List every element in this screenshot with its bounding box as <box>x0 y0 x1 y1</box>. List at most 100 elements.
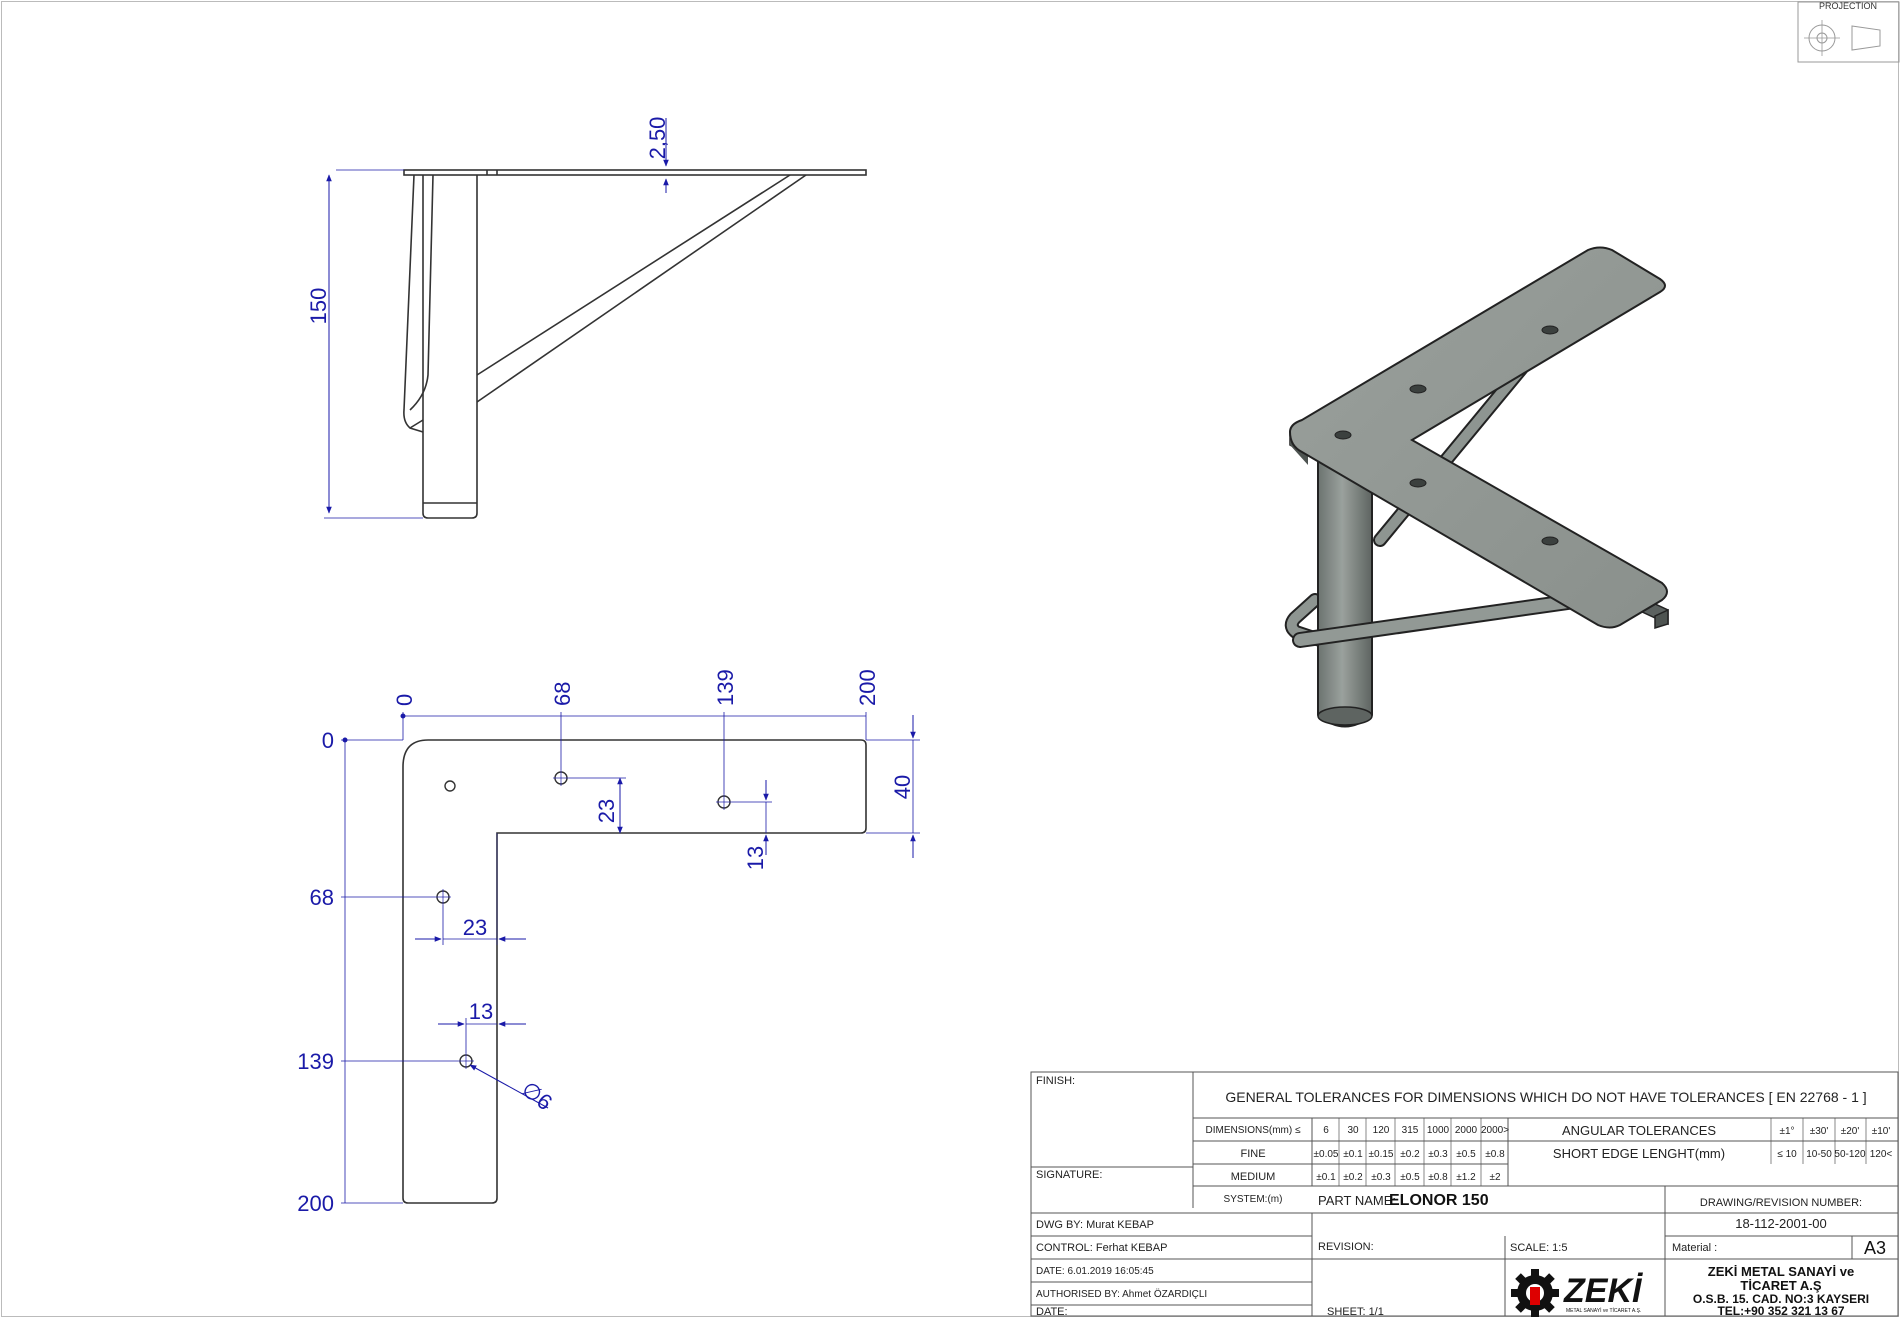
isometric-view <box>1284 246 1669 728</box>
dim-offset-13-v: 13 <box>743 846 768 870</box>
dim-y-139: 139 <box>297 1049 334 1074</box>
dim-x-0: 0 <box>392 694 417 706</box>
medium-values: ±0.1 ±0.2 ±0.3 ±0.5 ±0.8 ±1.2 ±2 <box>1316 1172 1501 1183</box>
medium-col: ±0.8 <box>1428 1172 1448 1183</box>
dim-offset-13-h: 13 <box>469 999 493 1024</box>
dim-x-68: 68 <box>550 682 575 706</box>
iso-hole-4 <box>1409 478 1427 488</box>
material-label: Material : <box>1672 1242 1717 1254</box>
top-view <box>402 739 867 1204</box>
company-logo: ZEKİ METAL SANAYİ ve TİCARET A.Ş. <box>1511 1269 1643 1317</box>
dimension-values: 6 30 120 315 1000 2000 2000> <box>1323 1125 1509 1136</box>
angular-label: ANGULAR TOLERANCES <box>1562 1123 1716 1138</box>
medium-label: MEDIUM <box>1231 1171 1276 1183</box>
date-label: DATE: <box>1036 1306 1068 1318</box>
part-name-label: PART NAME: <box>1318 1193 1396 1208</box>
gear-icon <box>1511 1269 1559 1317</box>
sheet: SHEET: 1/1 <box>1327 1306 1384 1318</box>
fine-col: ±0.05 <box>1314 1149 1339 1160</box>
medium-col: ±0.1 <box>1316 1172 1336 1183</box>
medium-col: ±0.2 <box>1343 1172 1363 1183</box>
side-post <box>422 175 478 519</box>
dim-col: 315 <box>1402 1125 1419 1136</box>
dim-width-40: 40 <box>890 775 915 799</box>
signature-label: SIGNATURE: <box>1036 1169 1102 1181</box>
dim-hole-diameter: ∅6 <box>517 1076 557 1115</box>
short-edge-label: SHORT EDGE LENGHT(mm) <box>1553 1146 1725 1161</box>
fine-col: ±0.1 <box>1343 1149 1363 1160</box>
short-edge-values: ≤ 10 10-50 50-120 120< <box>1777 1149 1892 1160</box>
fine-col: ±0.8 <box>1485 1149 1505 1160</box>
fine-col: ±0.5 <box>1456 1149 1476 1160</box>
dim-col: 1000 <box>1427 1125 1450 1136</box>
company-line: TEL:+90 352 321 13 67 <box>1717 1304 1844 1318</box>
authorised-by: AUTHORISED BY: Ahmet ÖZARDIÇLI <box>1036 1288 1207 1300</box>
dim-offset-23-h: 23 <box>463 915 487 940</box>
medium-col: ±2 <box>1489 1172 1500 1183</box>
fine-col: ±0.15 <box>1369 1149 1394 1160</box>
dim-col: 2000> <box>1481 1125 1509 1136</box>
side-view-dimensions: 150 2,50 <box>306 117 670 519</box>
dwg-by: DWG BY: Murat KEBAP <box>1036 1219 1154 1231</box>
iso-hole-3 <box>1541 325 1559 335</box>
dim-col: 6 <box>1323 1125 1329 1136</box>
system-label: SYSTEM:(m) <box>1224 1194 1283 1205</box>
dim-thickness: 2,50 <box>645 117 670 160</box>
finish-label: FINISH: <box>1036 1075 1075 1087</box>
scale: SCALE: 1:5 <box>1510 1242 1567 1254</box>
projection-label: PROJECTION <box>1819 1 1877 11</box>
fine-label: FINE <box>1240 1148 1265 1160</box>
short-edge-col: 50-120 <box>1834 1149 1866 1160</box>
general-tolerances: GENERAL TOLERANCES FOR DIMENSIONS WHICH … <box>1225 1089 1866 1105</box>
hole-corner <box>444 780 456 792</box>
dim-y-68: 68 <box>310 885 334 910</box>
iso-hole-5 <box>1541 536 1559 546</box>
short-edge-col: 10-50 <box>1806 1149 1832 1160</box>
iso-plate <box>1288 246 1669 630</box>
company-line: ZEKİ METAL SANAYİ ve <box>1708 1264 1854 1279</box>
side-diagonal-brace <box>476 174 791 376</box>
side-back-brace <box>403 174 424 433</box>
title-block <box>1030 1071 1899 1317</box>
medium-col: ±0.5 <box>1400 1172 1420 1183</box>
dim-height-150: 150 <box>306 288 331 325</box>
dim-x-139: 139 <box>713 669 738 706</box>
projection-symbol: PROJECTION <box>1797 1 1900 63</box>
medium-col: ±0.3 <box>1371 1172 1391 1183</box>
logo-subtext: METAL SANAYİ ve TİCARET A.Ş. <box>1566 1307 1641 1314</box>
dim-y-200: 200 <box>297 1191 334 1216</box>
dim-col: 30 <box>1347 1125 1359 1136</box>
company-address: ZEKİ METAL SANAYİ ve TİCARET A.Ş O.S.B. … <box>1693 1264 1869 1318</box>
iso-hole-1 <box>1334 430 1352 440</box>
logo-text: ZEKİ <box>1563 1272 1643 1310</box>
drawing-number-label: DRAWING/REVISION NUMBER: <box>1700 1197 1862 1209</box>
drawing-number: 18-112-2001-00 <box>1735 1216 1827 1231</box>
part-name: ELONOR 150 <box>1389 1192 1489 1209</box>
title-block-text: FINISH: SIGNATURE: GENERAL TOLERANCES FO… <box>1036 1075 1892 1318</box>
revision-label: REVISION: <box>1318 1241 1374 1253</box>
dim-col: 2000 <box>1455 1125 1478 1136</box>
company-line: TİCARET A.Ş <box>1740 1278 1821 1293</box>
angular-col: ±1° <box>1779 1126 1794 1137</box>
medium-col: ±1.2 <box>1456 1172 1476 1183</box>
top-view-dimensions <box>341 712 920 1204</box>
short-edge-col: ≤ 10 <box>1777 1149 1797 1160</box>
top-plate-outline <box>402 739 867 1204</box>
company-line: O.S.B. 15. CAD. NO:3 KAYSERI <box>1693 1292 1869 1306</box>
dim-y-0: 0 <box>322 728 334 753</box>
dim-col: 120 <box>1373 1125 1390 1136</box>
fine-col: ±0.3 <box>1428 1149 1448 1160</box>
short-edge-col: 120< <box>1870 1149 1893 1160</box>
angular-values: ±1° ±30' ±20' ±10' <box>1779 1126 1890 1137</box>
angular-col: ±20' <box>1841 1126 1860 1137</box>
date-created: DATE: 6.01.2019 16:05:45 <box>1036 1266 1154 1277</box>
iso-hole-2 <box>1409 384 1427 394</box>
angular-col: ±10' <box>1872 1126 1891 1137</box>
top-view-dim-labels: 0 68 139 200 0 68 139 200 40 23 13 23 13… <box>297 669 915 1216</box>
control: CONTROL: Ferhat KEBAP <box>1036 1242 1167 1254</box>
iso-post <box>1317 454 1373 728</box>
dim-x-200: 200 <box>855 669 880 706</box>
side-view <box>403 169 867 519</box>
